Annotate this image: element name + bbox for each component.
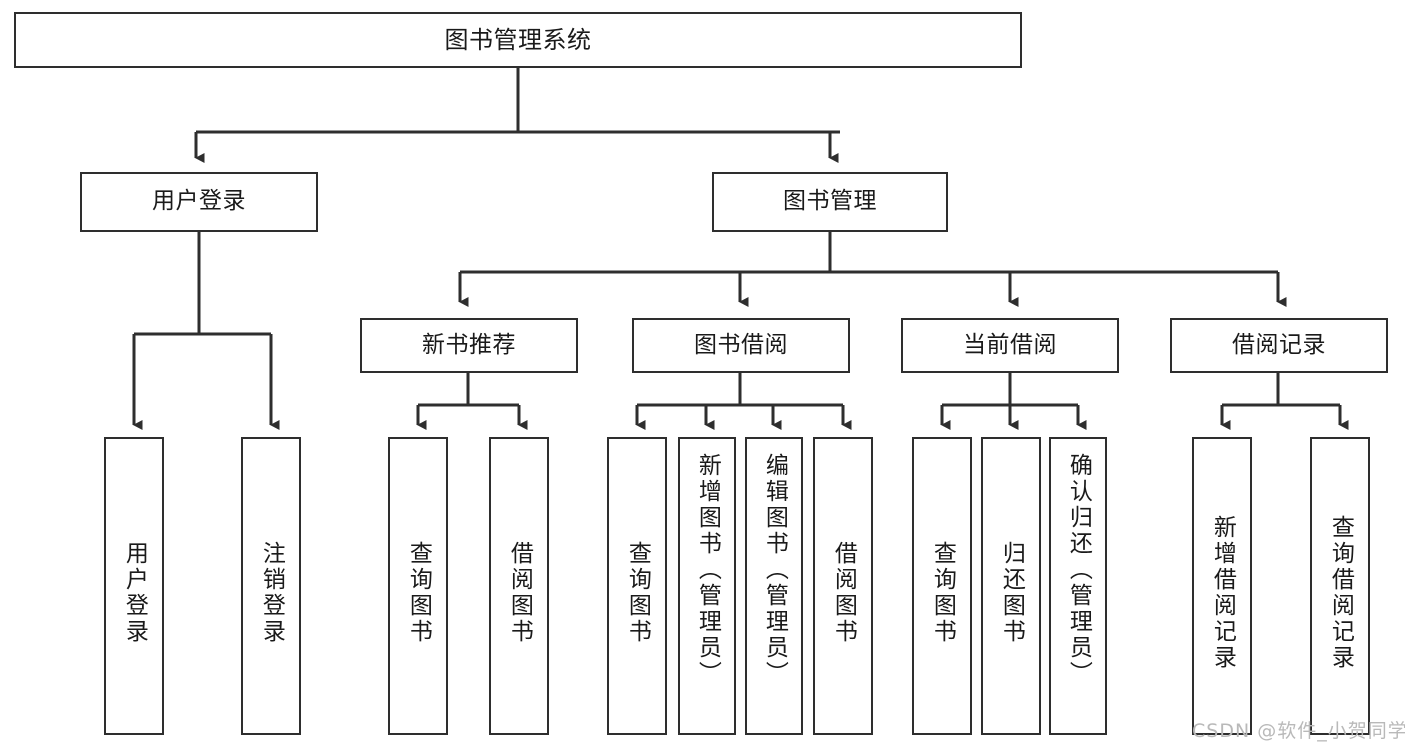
node-leaf-query-borrow-record-label: 查询借阅记录 [1327,515,1354,671]
node-leaf-user-login[interactable]: 用户登录 [104,437,164,735]
node-leaf-newbook-borrow-book-label: 借阅图书 [506,541,533,645]
node-root[interactable]: 图书管理系统 [14,12,1022,68]
node-new-book-recommend[interactable]: 新书推荐 [360,318,578,373]
node-leaf-return-book-label: 归还图书 [998,541,1025,645]
node-leaf-logout[interactable]: 注销登录 [241,437,301,735]
node-leaf-borrow-query-book-label: 查询图书 [624,541,651,645]
node-leaf-borrow-borrow-book-label: 借阅图书 [830,541,857,645]
node-leaf-current-query-book[interactable]: 查询图书 [912,437,972,735]
csdn-watermark: CSDN @软件_小贺同学 [1192,720,1405,742]
node-leaf-add-borrow-record[interactable]: 新增借阅记录 [1192,437,1252,735]
node-leaf-edit-book-admin[interactable]: 编辑图书（管理员） [745,437,803,735]
node-new-book-recommend-label: 新书推荐 [422,331,516,358]
node-leaf-current-query-book-label: 查询图书 [929,541,956,645]
node-leaf-add-book-admin-label: 新增图书（管理员） [694,453,721,687]
node-leaf-user-login-label: 用户登录 [121,541,148,645]
node-leaf-edit-book-admin-label: 编辑图书（管理员） [761,453,788,687]
node-book-management-label: 图书管理 [783,188,877,215]
node-borrow-record-label: 借阅记录 [1232,331,1326,358]
node-borrow-record[interactable]: 借阅记录 [1170,318,1388,373]
node-leaf-newbook-query-book[interactable]: 查询图书 [388,437,448,735]
node-user-login-label: 用户登录 [152,188,246,215]
node-book-borrow-label: 图书借阅 [694,331,788,358]
node-book-borrow[interactable]: 图书借阅 [632,318,850,373]
node-leaf-newbook-query-book-label: 查询图书 [405,541,432,645]
node-leaf-query-borrow-record[interactable]: 查询借阅记录 [1310,437,1370,735]
node-leaf-add-book-admin[interactable]: 新增图书（管理员） [678,437,736,735]
node-book-management[interactable]: 图书管理 [712,172,948,232]
node-root-label: 图书管理系统 [444,25,592,54]
node-leaf-return-book[interactable]: 归还图书 [981,437,1041,735]
node-leaf-newbook-borrow-book[interactable]: 借阅图书 [489,437,549,735]
node-leaf-confirm-return-admin-label: 确认归还（管理员） [1065,453,1092,687]
node-current-borrow[interactable]: 当前借阅 [901,318,1119,373]
node-leaf-add-borrow-record-label: 新增借阅记录 [1209,515,1236,671]
node-leaf-borrow-borrow-book[interactable]: 借阅图书 [813,437,873,735]
node-leaf-borrow-query-book[interactable]: 查询图书 [607,437,667,735]
node-current-borrow-label: 当前借阅 [963,331,1057,358]
node-user-login[interactable]: 用户登录 [80,172,318,232]
node-leaf-confirm-return-admin[interactable]: 确认归还（管理员） [1049,437,1107,735]
node-leaf-logout-label: 注销登录 [258,541,285,645]
